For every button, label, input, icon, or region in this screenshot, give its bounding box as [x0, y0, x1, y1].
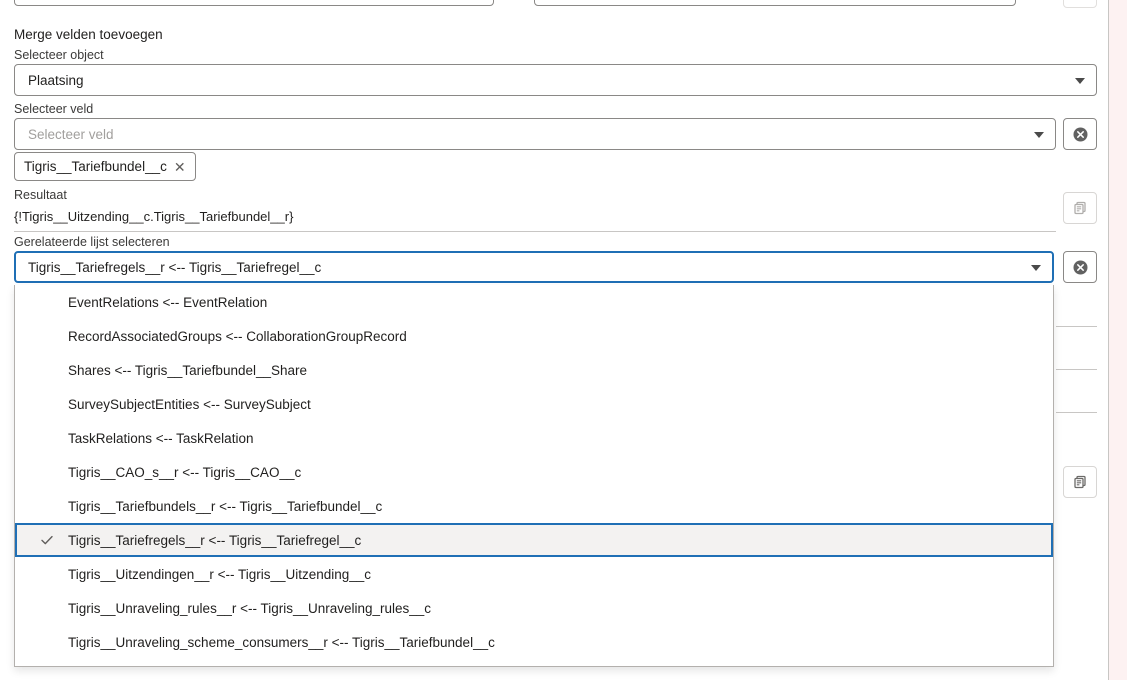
right-side-rail — [1108, 0, 1127, 680]
close-icon[interactable]: ✕ — [173, 158, 186, 175]
copy-icon — [1074, 475, 1086, 489]
dropdown-option[interactable]: Tigris__Uitzendingen__r <-- Tigris__Uitz… — [15, 557, 1053, 591]
dropdown-option[interactable]: Tigris__Tariefregels__r <-- Tigris__Tari… — [15, 523, 1053, 557]
section-title: Merge velden toevoegen — [14, 27, 163, 42]
select-object-combobox[interactable]: Plaatsing — [14, 64, 1097, 96]
dropdown-option[interactable]: Tigris__Unraveling_scheme_consumers__r <… — [15, 625, 1053, 659]
dropdown-option-label: Tigris__CAO_s__r <-- Tigris__CAO__c — [68, 464, 302, 480]
dropdown-option-label: SurveySubjectEntities <-- SurveySubject — [68, 396, 311, 412]
dropdown-option[interactable]: Tigris__Unraveling_rules__r <-- Tigris__… — [15, 591, 1053, 625]
dropdown-option[interactable]: TaskRelations <-- TaskRelation — [15, 421, 1053, 455]
copy-secondary-button[interactable] — [1063, 466, 1097, 498]
background-divider — [1056, 412, 1097, 413]
dropdown-option-label: Shares <-- Tigris__Tariefbundel__Share — [68, 362, 308, 378]
dropdown-option[interactable]: EventRelations <-- EventRelation — [15, 285, 1053, 319]
chevron-down-icon — [1034, 132, 1044, 138]
dropdown-option-label: Tigris__Uitzendingen__r <-- Tigris__Uitz… — [68, 566, 372, 582]
chevron-down-icon — [1075, 78, 1085, 84]
copy-icon — [1074, 201, 1086, 215]
selected-field-chip[interactable]: Tigris__Tariefbundel__c ✕ — [14, 152, 196, 181]
select-field-label: Selecteer veld — [14, 102, 94, 116]
dropdown-option-label: Tigris__Tariefregels__r <-- Tigris__Tari… — [68, 532, 362, 548]
related-list-value: Tigris__Tariefregels__r <-- Tigris__Tari… — [28, 259, 322, 275]
top-input-right[interactable] — [534, 0, 1016, 6]
copy-result-button[interactable] — [1063, 192, 1097, 224]
clear-related-list-button[interactable] — [1063, 251, 1097, 283]
top-icon-button[interactable] — [1063, 0, 1097, 8]
dropdown-option[interactable]: Tigris__CAO_s__r <-- Tigris__CAO__c — [15, 455, 1053, 489]
delete-circle-icon — [1073, 127, 1087, 141]
dropdown-option-label: Tigris__Unraveling_rules__r <-- Tigris__… — [68, 600, 432, 616]
select-object-label: Selecteer object — [14, 48, 104, 62]
selected-field-chip-label: Tigris__Tariefbundel__c — [24, 159, 167, 174]
related-list-label: Gerelateerde lijst selecteren — [14, 235, 170, 249]
background-divider — [1056, 369, 1097, 370]
background-divider — [1056, 326, 1097, 327]
dropdown-option-label: Tigris__Tariefbundels__r <-- Tigris__Tar… — [68, 498, 383, 514]
result-value: {!Tigris__Uitzending__c.Tigris__Tariefbu… — [14, 209, 294, 224]
dropdown-option[interactable]: Tigris__Tariefbundels__r <-- Tigris__Tar… — [15, 489, 1053, 523]
select-field-combobox[interactable]: Selecteer veld — [14, 118, 1056, 150]
result-underline — [14, 231, 1056, 232]
top-input-left[interactable] — [14, 0, 494, 6]
dropdown-option[interactable]: RecordAssociatedGroups <-- Collaboration… — [15, 319, 1053, 353]
dropdown-option-label: RecordAssociatedGroups <-- Collaboration… — [68, 328, 407, 344]
chevron-down-icon — [1031, 265, 1041, 271]
dropdown-option[interactable]: SurveySubjectEntities <-- SurveySubject — [15, 387, 1053, 421]
result-label: Resultaat — [14, 188, 67, 202]
delete-circle-icon — [1073, 260, 1087, 274]
check-icon — [40, 533, 54, 547]
select-object-value: Plaatsing — [28, 72, 84, 88]
select-field-placeholder: Selecteer veld — [28, 126, 114, 142]
dropdown-option-label: TaskRelations <-- TaskRelation — [68, 430, 254, 446]
dropdown-option-label: EventRelations <-- EventRelation — [68, 294, 268, 310]
clear-field-button[interactable] — [1063, 118, 1097, 150]
dropdown-option-label: Tigris__Unraveling_scheme_consumers__r <… — [68, 634, 495, 650]
dropdown-option[interactable]: Shares <-- Tigris__Tariefbundel__Share — [15, 353, 1053, 387]
related-list-combobox[interactable]: Tigris__Tariefregels__r <-- Tigris__Tari… — [14, 251, 1054, 283]
